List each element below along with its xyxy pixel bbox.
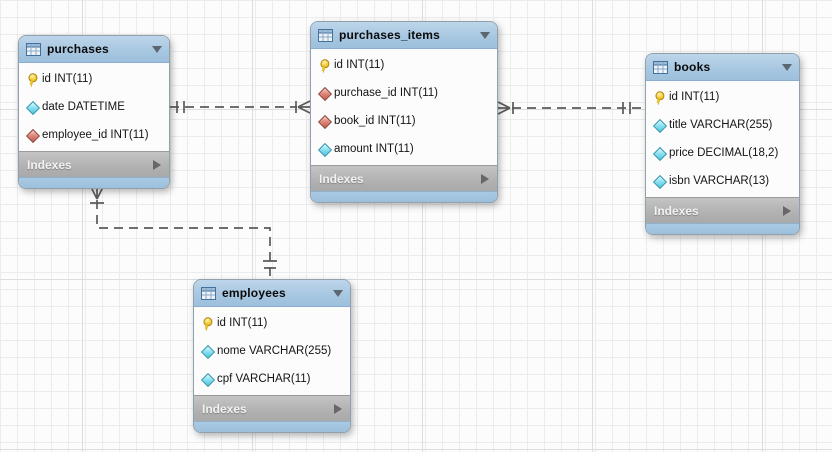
indexes-label: Indexes xyxy=(319,171,364,186)
field-label: id INT(11) xyxy=(42,73,93,85)
cardinality-one-employees xyxy=(263,260,277,269)
columns-section: id INT(11) date DATETIME employee_id INT… xyxy=(19,63,169,151)
field-row[interactable]: amount INT(11) xyxy=(311,135,497,163)
primary-key-icon xyxy=(199,315,215,331)
collapse-arrow-icon[interactable] xyxy=(333,289,343,297)
indexes-row[interactable]: Indexes xyxy=(194,395,350,421)
collapse-arrow-icon[interactable] xyxy=(782,63,792,71)
table-purchases_items[interactable]: purchases_items id INT(11) purchase_id I… xyxy=(310,21,498,203)
table-title: books xyxy=(674,60,711,74)
cardinality-many-purchases xyxy=(89,184,105,204)
field-label: cpf VARCHAR(11) xyxy=(217,373,311,385)
foreign-key-icon xyxy=(317,115,330,128)
expand-indexes-icon[interactable] xyxy=(334,403,342,414)
table-footer-strip xyxy=(19,177,169,188)
field-label: nome VARCHAR(255) xyxy=(217,345,332,357)
field-label: id INT(11) xyxy=(217,317,268,329)
field-label: purchase_id INT(11) xyxy=(334,87,438,99)
table-books[interactable]: books id INT(11) title VARCHAR(255) pric… xyxy=(645,53,800,235)
indexes-row[interactable]: Indexes xyxy=(19,151,169,177)
table-header[interactable]: purchases xyxy=(19,36,169,63)
field-label: price DECIMAL(18,2) xyxy=(669,147,779,159)
indexes-label: Indexes xyxy=(27,157,72,172)
table-footer-strip xyxy=(311,191,497,202)
columns-section: id INT(11) purchase_id INT(11) book_id I… xyxy=(311,49,497,165)
relationship-purchases_items-to-books[interactable] xyxy=(497,101,645,115)
indexes-label: Indexes xyxy=(202,401,247,416)
field-row[interactable]: id INT(11) xyxy=(19,65,169,93)
expand-indexes-icon[interactable] xyxy=(783,205,791,216)
table-purchases[interactable]: purchases id INT(11) date DATETIME emplo… xyxy=(18,35,170,189)
table-header[interactable]: books xyxy=(646,54,799,81)
cardinality-one-purchases xyxy=(176,101,185,113)
field-row[interactable]: purchase_id INT(11) xyxy=(311,79,497,107)
table-employees[interactable]: employees id INT(11) nome VARCHAR(255) c… xyxy=(193,279,351,433)
relationship-purchases-to-purchases_items[interactable] xyxy=(170,100,311,114)
foreign-key-icon xyxy=(25,129,38,142)
field-row[interactable]: id INT(11) xyxy=(646,83,799,111)
field-row[interactable]: isbn VARCHAR(13) xyxy=(646,167,799,195)
field-label: amount INT(11) xyxy=(334,143,414,155)
column-icon xyxy=(652,147,665,160)
table-header[interactable]: employees xyxy=(194,280,350,307)
columns-section: id INT(11) title VARCHAR(255) price DECI… xyxy=(646,81,799,197)
field-row[interactable]: date DATETIME xyxy=(19,93,169,121)
table-title: purchases xyxy=(47,42,109,56)
table-icon xyxy=(26,42,41,56)
relationship-purchases-to-employees[interactable] xyxy=(89,184,277,279)
field-label: id INT(11) xyxy=(334,59,385,71)
field-label: employee_id INT(11) xyxy=(42,129,149,141)
primary-key-icon xyxy=(651,89,667,105)
field-label: book_id INT(11) xyxy=(334,115,416,127)
table-title: employees xyxy=(222,286,286,300)
collapse-arrow-icon[interactable] xyxy=(152,45,162,53)
field-row[interactable]: id INT(11) xyxy=(194,309,350,337)
field-label: isbn VARCHAR(13) xyxy=(669,175,770,187)
table-title: purchases_items xyxy=(339,28,441,42)
primary-key-icon xyxy=(24,71,40,87)
table-footer-strip xyxy=(194,421,350,432)
field-row[interactable]: title VARCHAR(255) xyxy=(646,111,799,139)
field-row[interactable]: id INT(11) xyxy=(311,51,497,79)
column-icon xyxy=(200,345,213,358)
field-row[interactable]: book_id INT(11) xyxy=(311,107,497,135)
field-row[interactable]: cpf VARCHAR(11) xyxy=(194,365,350,393)
table-header[interactable]: purchases_items xyxy=(311,22,497,49)
field-label: id INT(11) xyxy=(669,91,720,103)
field-row[interactable]: nome VARCHAR(255) xyxy=(194,337,350,365)
table-icon xyxy=(318,28,333,42)
indexes-row[interactable]: Indexes xyxy=(311,165,497,191)
cardinality-one-books xyxy=(622,102,631,114)
field-label: title VARCHAR(255) xyxy=(669,119,773,131)
column-icon xyxy=(652,119,665,132)
foreign-key-icon xyxy=(317,87,330,100)
expand-indexes-icon[interactable] xyxy=(153,159,161,170)
column-icon xyxy=(652,175,665,188)
cardinality-many-purchases_items xyxy=(497,101,514,115)
collapse-arrow-icon[interactable] xyxy=(480,31,490,39)
field-row[interactable]: price DECIMAL(18,2) xyxy=(646,139,799,167)
cardinality-many-purchases_items xyxy=(295,100,311,114)
columns-section: id INT(11) nome VARCHAR(255) cpf VARCHAR… xyxy=(194,307,350,395)
field-label: date DATETIME xyxy=(42,101,125,113)
field-row[interactable]: employee_id INT(11) xyxy=(19,121,169,149)
table-icon xyxy=(201,286,216,300)
column-icon xyxy=(317,143,330,156)
column-icon xyxy=(25,101,38,114)
expand-indexes-icon[interactable] xyxy=(481,173,489,184)
table-icon xyxy=(653,60,668,74)
table-footer-strip xyxy=(646,223,799,234)
primary-key-icon xyxy=(316,57,332,73)
indexes-row[interactable]: Indexes xyxy=(646,197,799,223)
column-icon xyxy=(200,373,213,386)
indexes-label: Indexes xyxy=(654,203,699,218)
